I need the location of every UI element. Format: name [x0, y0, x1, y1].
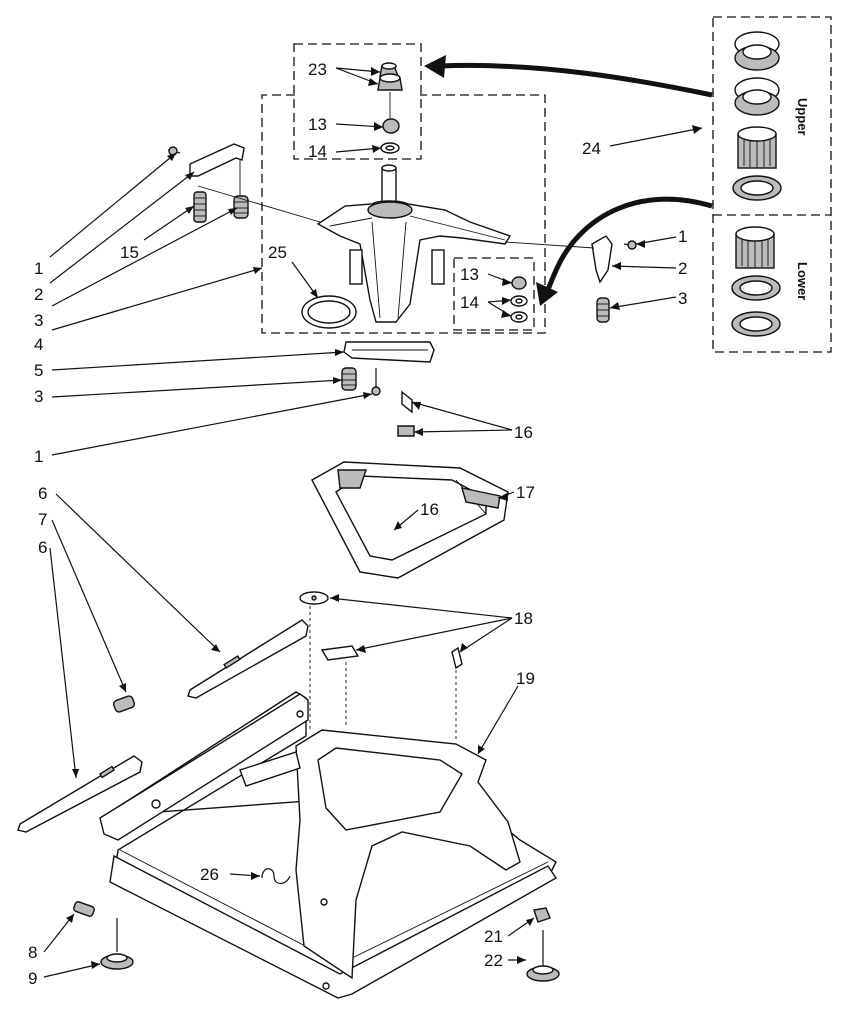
upper-race [732, 175, 782, 201]
platform-17 [311, 461, 509, 579]
callout-3-b: 3 [34, 387, 43, 406]
gasket-25 [301, 295, 357, 329]
callout-1-a: 1 [34, 259, 43, 278]
callout-9: 9 [28, 969, 37, 988]
lower-race-2 [731, 311, 781, 337]
washer-14-right-2 [510, 311, 528, 323]
bracket-5 [343, 341, 435, 363]
callout-7: 7 [38, 510, 47, 529]
callout-labels: 1 2 3 4 5 3 1 15 25 23 13 14 13 14 24 1 … [28, 60, 687, 988]
nut-21 [533, 907, 551, 923]
bushing-23-top [379, 62, 400, 77]
bracket-2-right [591, 235, 613, 284]
callout-16-a: 16 [514, 423, 533, 442]
leveling-leg-9 [100, 918, 134, 970]
callout-13-a: 13 [308, 115, 327, 134]
leader-arrowheads [66, 67, 702, 969]
callout-3-c: 3 [678, 289, 687, 308]
bushing-13-right [511, 276, 527, 290]
upper-bearing-1 [734, 31, 780, 71]
callout-21: 21 [484, 927, 503, 946]
leg-bolt-8 [73, 901, 95, 917]
pad-18-c [451, 646, 463, 670]
lower-label: Lower [795, 262, 810, 300]
leveling-leg-22 [526, 930, 560, 982]
base-frame-19 [99, 691, 557, 999]
bushing-13 [382, 118, 400, 134]
clip-26 [261, 868, 291, 885]
leader-lines [43, 67, 703, 978]
washer-14 [380, 142, 400, 154]
curved-arrows [424, 55, 713, 306]
lower-roller-cage [735, 226, 775, 269]
screw-1-lower [371, 368, 381, 396]
strap-6-upper [187, 619, 309, 699]
callout-23: 23 [308, 60, 327, 79]
callout-5: 5 [34, 361, 43, 380]
callout-16-b: 16 [420, 500, 439, 519]
callout-14-b: 14 [460, 293, 479, 312]
spring-3-top-left [233, 195, 249, 219]
callout-13-b: 13 [460, 265, 479, 284]
pad-18-a [299, 591, 329, 605]
callout-18: 18 [514, 609, 533, 628]
screw-1-right [623, 240, 637, 250]
upper-roller-cage [737, 126, 777, 169]
callout-1-c: 1 [678, 227, 687, 246]
lower-race-1 [731, 275, 781, 301]
callout-1-b: 1 [34, 447, 43, 466]
strap-6-lower [17, 755, 143, 833]
callout-14-a: 14 [308, 142, 327, 161]
dashed-group-boxes [261, 16, 832, 353]
spring-3-lower [341, 367, 357, 391]
spring-7 [112, 695, 136, 713]
callout-25: 25 [268, 243, 287, 262]
bearing-kit: Upper Lower [731, 31, 810, 337]
platform-assembly [311, 390, 509, 579]
callout-24: 24 [582, 139, 601, 158]
washer-14-right-1 [510, 295, 528, 307]
spring-15 [193, 191, 207, 223]
mounting-spider [316, 200, 512, 323]
callout-17: 17 [516, 483, 535, 502]
callout-8: 8 [28, 943, 37, 962]
pad-18-b [320, 645, 360, 661]
callout-15: 15 [120, 243, 139, 262]
callout-6-a: 6 [38, 484, 47, 503]
upper-label: Upper [795, 98, 810, 136]
callout-19: 19 [516, 669, 535, 688]
callout-2-a: 2 [34, 285, 43, 304]
upper-bearing-2 [734, 77, 780, 116]
callout-22: 22 [484, 951, 503, 970]
clip-16-top [401, 390, 413, 414]
base-assembly [17, 591, 560, 999]
callout-6-b: 6 [38, 538, 47, 557]
callout-26: 26 [200, 865, 219, 884]
callout-4: 4 [34, 335, 43, 354]
clip-16-mid [397, 425, 415, 437]
tub-mount-assembly [167, 62, 637, 396]
bushing-23-bottom [377, 73, 403, 91]
callout-2-b: 2 [678, 259, 687, 278]
bracket-2-top-left [189, 143, 245, 177]
spring-3-right [596, 297, 610, 323]
callout-3-a: 3 [34, 311, 43, 330]
